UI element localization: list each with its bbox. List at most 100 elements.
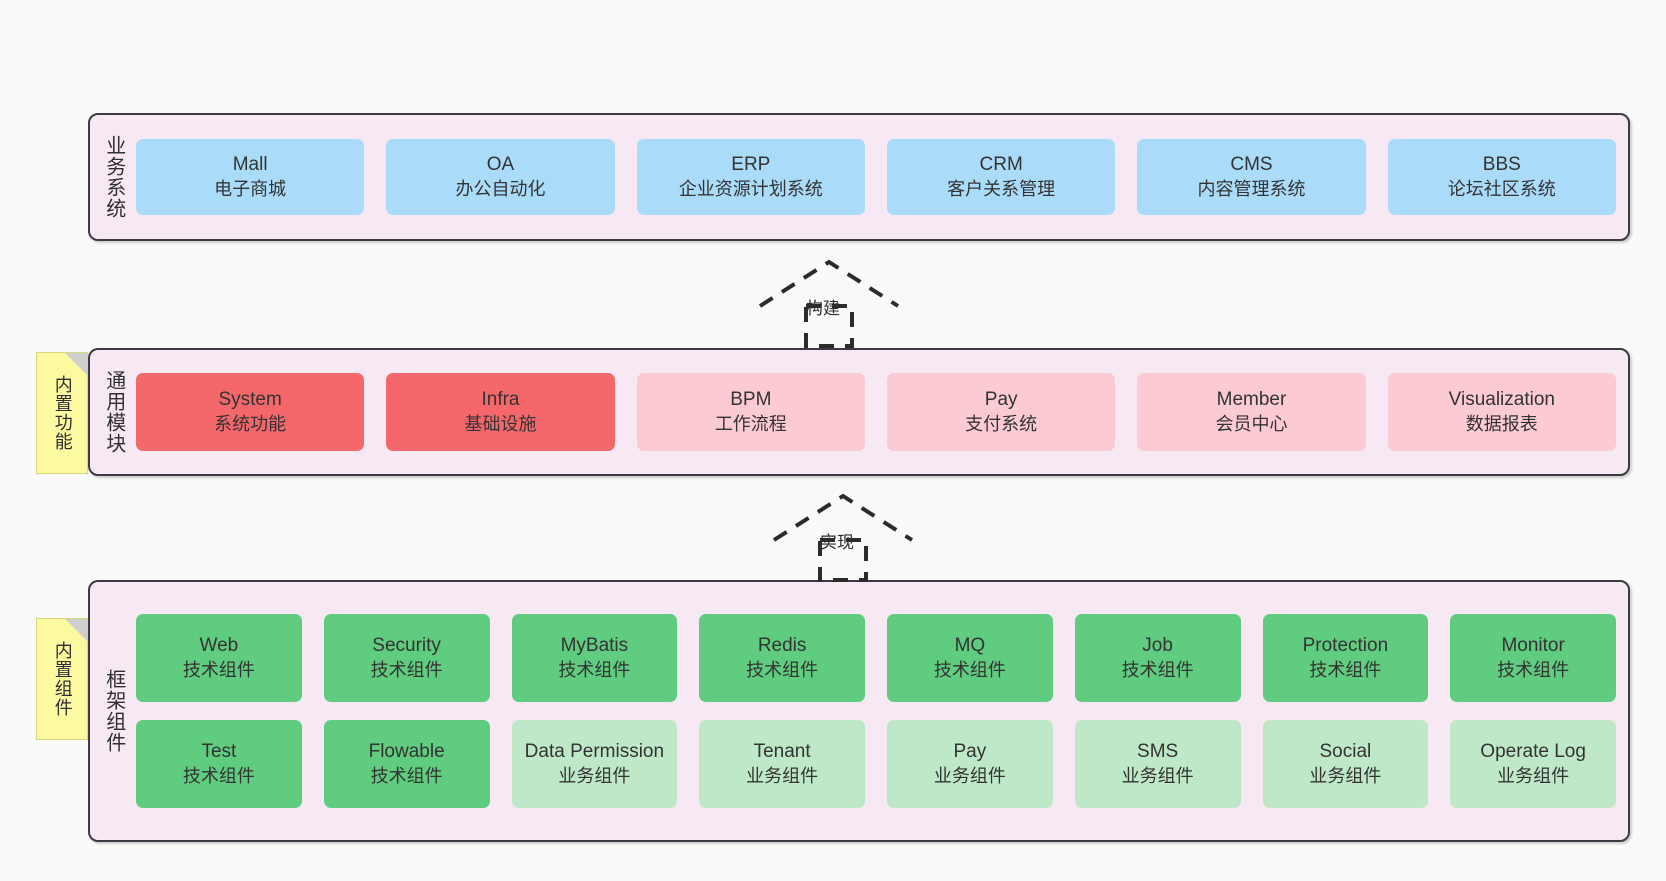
card-title-cn: 技术组件: [182, 659, 255, 680]
card-title-en: Flowable: [368, 740, 445, 762]
layer-title-business: 业务系统: [102, 135, 125, 219]
card-title-en: Operate Log: [1480, 740, 1586, 762]
card-title-cn: 企业资源计划系统: [678, 178, 823, 199]
card-row: System 系统功能 Infra 基础设施 BPM 工作流程 Pay 支付系统…: [136, 373, 1616, 451]
layer-title-common: 通用模块: [102, 370, 125, 454]
layer-business-system: 业务系统 Mall 电子商城 OA 办公自动化 ERP 企业资源计划系统 CRM…: [88, 113, 1630, 241]
layer-common-module: 通用模块 System 系统功能 Infra 基础设施 BPM 工作流程 Pay…: [88, 348, 1630, 476]
card-title-cn: 业务组件: [1497, 765, 1570, 786]
card-title-en: Pay: [984, 388, 1018, 410]
card-title-en: Mall: [232, 153, 268, 175]
card-pay-component[interactable]: Pay 业务组件: [887, 720, 1053, 808]
card-title-cn: 技术组件: [370, 765, 443, 786]
card-title-cn: 业务组件: [933, 765, 1006, 786]
card-sms[interactable]: SMS 业务组件: [1074, 720, 1241, 808]
layer-body-framework: Web 技术组件 Security 技术组件 MyBatis 技术组件 Redi…: [136, 582, 1628, 840]
card-title-en: Protection: [1302, 634, 1389, 656]
card-title-cn: 业务组件: [1309, 765, 1382, 786]
card-title-en: CRM: [979, 153, 1023, 175]
card-protection[interactable]: Protection 技术组件: [1262, 614, 1429, 702]
card-bbs[interactable]: BBS 论坛社区系统: [1387, 139, 1616, 215]
card-title-cn: 工作流程: [714, 413, 787, 434]
card-row: Web 技术组件 Security 技术组件 MyBatis 技术组件 Redi…: [136, 614, 1616, 702]
card-title-cn: 技术组件: [1309, 659, 1382, 680]
card-member[interactable]: Member 会员中心: [1137, 373, 1366, 451]
layer-framework-component: 框架组件 Web 技术组件 Security 技术组件 MyBatis 技术组件…: [88, 580, 1630, 842]
card-title-cn: 技术组件: [558, 659, 631, 680]
card-title-cn: 电子商城: [214, 178, 287, 199]
card-title-en: Monitor: [1501, 634, 1565, 656]
card-row: Mall 电子商城 OA 办公自动化 ERP 企业资源计划系统 CRM 客户关系…: [136, 139, 1616, 215]
card-mq[interactable]: MQ 技术组件: [887, 614, 1053, 702]
card-title-cn: 业务组件: [558, 765, 631, 786]
note-built-in-components: 内置组件: [36, 618, 88, 740]
layer-title-framework: 框架组件: [102, 669, 125, 753]
card-title-en: Redis: [757, 634, 807, 656]
card-title-cn: 论坛社区系统: [1447, 178, 1556, 199]
card-mybatis[interactable]: MyBatis 技术组件: [511, 614, 678, 702]
card-title-en: Member: [1216, 388, 1287, 410]
card-mall[interactable]: Mall 电子商城: [136, 139, 365, 215]
card-title-en: Security: [372, 634, 441, 656]
layer-body-common: System 系统功能 Infra 基础设施 BPM 工作流程 Pay 支付系统…: [136, 350, 1628, 474]
card-title-cn: 技术组件: [182, 765, 255, 786]
card-pay-module[interactable]: Pay 支付系统: [886, 373, 1116, 451]
card-system[interactable]: System 系统功能: [136, 373, 365, 451]
card-web[interactable]: Web 技术组件: [136, 614, 302, 702]
card-title-en: MyBatis: [560, 634, 629, 656]
card-visualization[interactable]: Visualization 数据报表: [1387, 373, 1616, 451]
card-title-cn: 业务组件: [1121, 765, 1194, 786]
card-bpm[interactable]: BPM 工作流程: [636, 373, 865, 451]
card-title-en: Web: [199, 634, 239, 656]
note-fold-corner-icon: [65, 619, 87, 641]
card-title-cn: 办公自动化: [455, 178, 546, 199]
card-infra[interactable]: Infra 基础设施: [386, 373, 615, 451]
connector-implement-arrow: 实现: [770, 492, 916, 582]
card-title-cn: 基础设施: [464, 413, 537, 434]
card-title-cn: 内容管理系统: [1197, 178, 1306, 199]
card-row: Test 技术组件 Flowable 技术组件 Data Permission …: [136, 720, 1616, 808]
connector-implement-label: 实现: [820, 533, 854, 552]
card-data-permission[interactable]: Data Permission 业务组件: [511, 720, 678, 808]
card-title-en: ERP: [731, 153, 771, 175]
card-erp[interactable]: ERP 企业资源计划系统: [636, 139, 865, 215]
card-title-en: Social: [1319, 740, 1372, 762]
card-cms[interactable]: CMS 内容管理系统: [1137, 139, 1366, 215]
card-title-en: Job: [1142, 634, 1173, 656]
card-security[interactable]: Security 技术组件: [323, 614, 490, 702]
card-title-cn: 业务组件: [746, 765, 819, 786]
note-fold-corner-icon: [65, 353, 87, 375]
card-test[interactable]: Test 技术组件: [136, 720, 302, 808]
card-title-cn: 技术组件: [370, 659, 443, 680]
card-title-cn: 技术组件: [746, 659, 819, 680]
card-title-en: System: [218, 388, 282, 410]
card-monitor[interactable]: Monitor 技术组件: [1450, 614, 1616, 702]
card-title-cn: 客户关系管理: [947, 178, 1056, 199]
card-job[interactable]: Job 技术组件: [1074, 614, 1241, 702]
connector-build-label: 构建: [806, 299, 840, 318]
layer-body-business: Mall 电子商城 OA 办公自动化 ERP 企业资源计划系统 CRM 客户关系…: [136, 115, 1628, 239]
card-oa[interactable]: OA 办公自动化: [386, 139, 615, 215]
card-title-cn: 技术组件: [1497, 659, 1570, 680]
card-flowable[interactable]: Flowable 技术组件: [323, 720, 490, 808]
note-label: 内置组件: [52, 641, 73, 717]
card-operate-log[interactable]: Operate Log 业务组件: [1450, 720, 1616, 808]
card-title-cn: 数据报表: [1465, 413, 1538, 434]
card-title-cn: 技术组件: [933, 659, 1006, 680]
card-title-en: BBS: [1482, 153, 1521, 175]
card-social[interactable]: Social 业务组件: [1262, 720, 1429, 808]
connector-build-arrow: 构建: [756, 258, 902, 348]
card-title-en: Visualization: [1448, 388, 1555, 410]
card-title-cn: 支付系统: [965, 413, 1038, 434]
card-title-cn: 会员中心: [1215, 413, 1288, 434]
card-redis[interactable]: Redis 技术组件: [699, 614, 865, 702]
card-title-en: Data Permission: [524, 740, 665, 762]
card-title-en: CMS: [1230, 153, 1273, 175]
card-title-en: Pay: [953, 740, 987, 762]
card-title-en: Test: [201, 740, 237, 762]
card-title-en: SMS: [1137, 740, 1179, 762]
card-title-en: Infra: [481, 388, 520, 410]
card-crm[interactable]: CRM 客户关系管理: [886, 139, 1116, 215]
card-tenant[interactable]: Tenant 业务组件: [699, 720, 865, 808]
